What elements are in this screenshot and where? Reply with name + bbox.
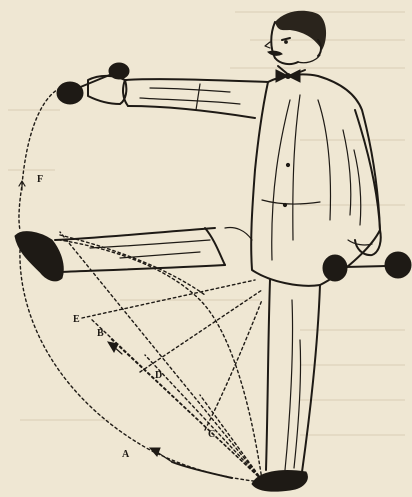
label-b: B: [97, 328, 104, 339]
dumbbell-lowered: [323, 252, 411, 281]
head: [265, 11, 326, 82]
extended-arm: [88, 76, 268, 118]
label-d: D: [155, 370, 162, 381]
label-c: C: [208, 429, 215, 440]
swing-arc-f: [19, 88, 262, 482]
standing-leg: [252, 280, 320, 491]
label-f: F: [37, 174, 43, 185]
jacket: [225, 74, 380, 285]
chord-lines: [60, 235, 262, 430]
label-a: A: [122, 449, 130, 460]
bleed-through-lines: [8, 12, 405, 435]
diagram-labels: F E B D C A: [37, 174, 215, 460]
label-e: E: [73, 314, 80, 325]
